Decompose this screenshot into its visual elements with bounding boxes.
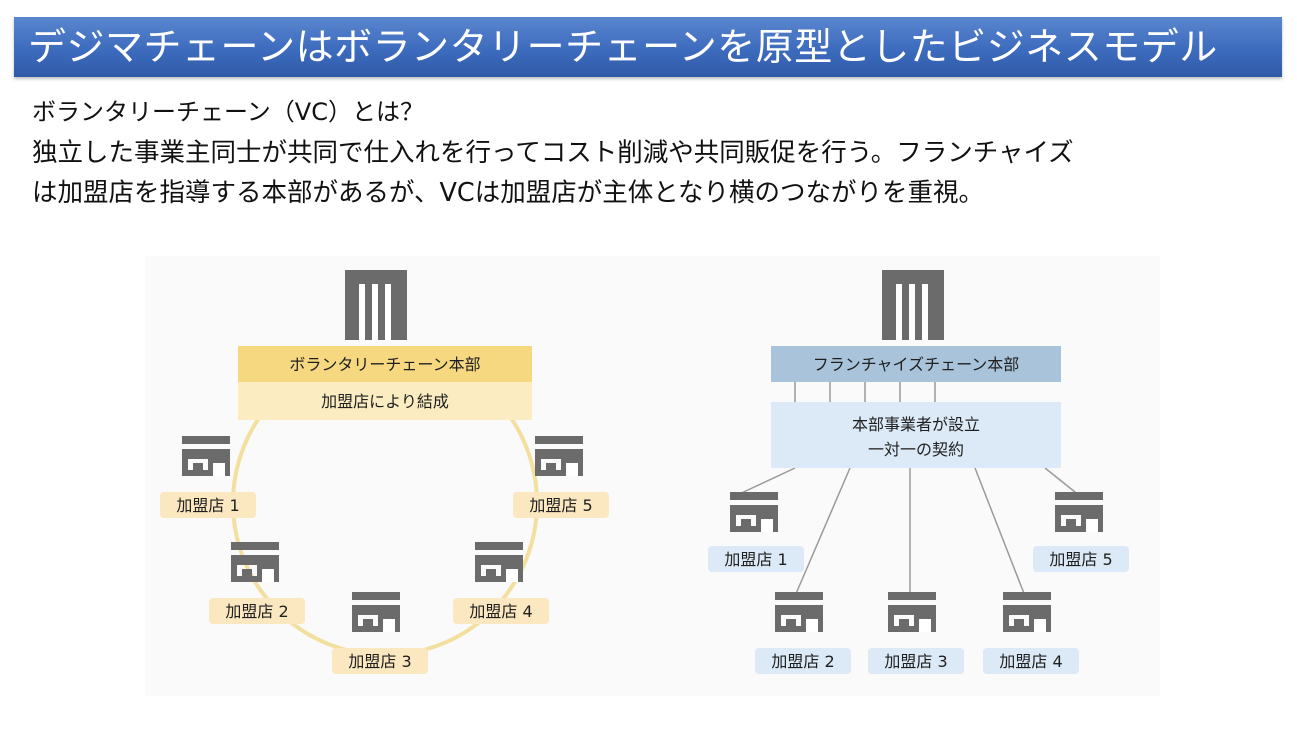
vc-store-3-label: 加盟店 3 <box>348 652 411 671</box>
vc-store-2-label-box <box>209 598 305 624</box>
fc-store-5-label: 加盟店 5 <box>1049 550 1112 569</box>
vc-store-5-label-box <box>513 492 609 518</box>
vc-store-2-icon <box>231 542 279 582</box>
vc-store-5-icon <box>535 436 583 476</box>
vc-store-5-label: 加盟店 5 <box>529 496 592 515</box>
fc-store-3-label-box <box>868 648 964 674</box>
vc-header-box <box>238 346 532 382</box>
chain-comparison-diagram: ボランタリーチェーン本部 加盟店により結成 加盟店 1 加盟店 5 加盟店 2 … <box>145 256 1160 696</box>
intro-description-line-2: は加盟店を指導する本部があるが、VCは加盟店が主体となり横のつながりを重視。 <box>32 178 984 208</box>
fc-store-3-icon <box>888 592 936 632</box>
intro-description-line-1: 独立した事業主同士が共同で仕入れを行ってコスト削減や共同販促を行う。フランチャイ… <box>32 138 1074 168</box>
fc-store-1-icon <box>730 492 778 532</box>
fc-store-1-label-box <box>708 546 804 572</box>
fc-store-4-label: 加盟店 4 <box>999 652 1062 671</box>
fc-building-icon <box>882 270 944 340</box>
diagram-background <box>145 256 1160 696</box>
fc-store-2-label-box <box>755 648 851 674</box>
fc-header-box <box>771 346 1061 382</box>
fc-sub-box <box>771 402 1061 468</box>
vc-store-4-icon <box>475 542 523 582</box>
vc-sub: 加盟店により結成 <box>321 392 449 411</box>
voluntary-chain-group: ボランタリーチェーン本部 加盟店により結成 加盟店 1 加盟店 5 加盟店 2 … <box>160 270 609 674</box>
intro-question: ボランタリーチェーン（VC）とは？ <box>32 98 424 126</box>
fc-header: フランチャイズチェーン本部 <box>813 355 1020 374</box>
fc-store-2-label: 加盟店 2 <box>771 652 834 671</box>
fc-store-1-label: 加盟店 1 <box>724 550 787 569</box>
vc-store-3-icon <box>352 592 400 632</box>
page-title: デジマチェーンはボランタリーチェーンを原型としたビジネスモデル <box>28 25 1218 69</box>
vc-store-1-icon <box>182 436 230 476</box>
vc-building-icon <box>345 270 407 340</box>
fc-store-5-label-box <box>1033 546 1129 572</box>
fc-sub-line-2: 一対一の契約 <box>868 440 964 459</box>
fc-store-3-label: 加盟店 3 <box>884 652 947 671</box>
fc-store-5-icon <box>1055 492 1103 532</box>
vc-store-3-label-box <box>332 648 428 674</box>
vc-store-4-label: 加盟店 4 <box>469 602 532 621</box>
vc-store-1-label-box <box>160 492 256 518</box>
title-bar: デジマチェーンはボランタリーチェーンを原型としたビジネスモデル <box>14 17 1282 77</box>
fc-sub-line-1: 本部事業者が設立 <box>852 415 980 434</box>
vc-store-4-label-box <box>453 598 549 624</box>
fc-store-2-icon <box>775 592 823 632</box>
vc-sub-box <box>238 382 532 420</box>
fc-connector-lines <box>734 382 1081 597</box>
vc-store-2-label: 加盟店 2 <box>225 602 288 621</box>
vc-store-1-label: 加盟店 1 <box>176 496 239 515</box>
fc-store-4-label-box <box>983 648 1079 674</box>
vc-header: ボランタリーチェーン本部 <box>289 355 480 374</box>
franchise-chain-group: フランチャイズチェーン本部 本部事業者が設立 一対一の契約 加盟店 1 加盟店 … <box>708 270 1129 674</box>
fc-store-4-icon <box>1003 592 1051 632</box>
